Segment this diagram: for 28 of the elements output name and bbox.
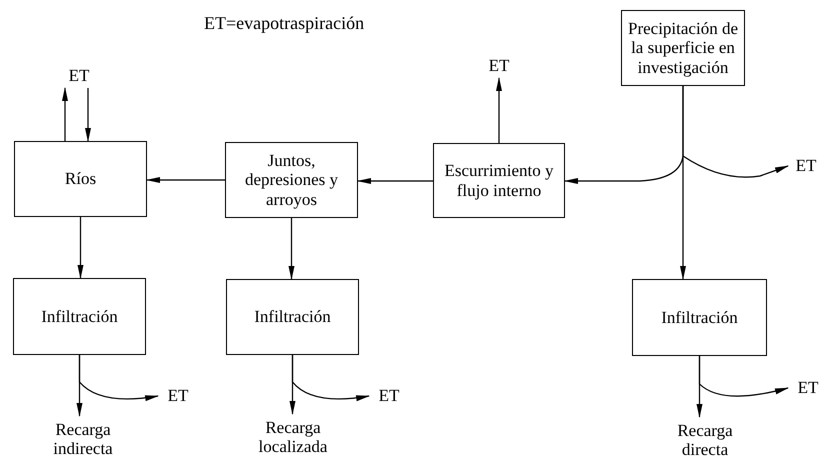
arrow — [85, 88, 91, 142]
process-box: Escurrimiento y flujo interno — [433, 143, 565, 218]
process-box: Infiltración — [13, 278, 146, 355]
process-box: Infiltración — [226, 279, 359, 355]
flow-label: Recarga localizada — [248, 416, 338, 458]
flow-label: ET — [375, 386, 403, 406]
flow-label: ET — [485, 56, 513, 76]
process-box: Juntos, depresiones y arroyos — [225, 142, 358, 218]
flow-label: Recarga directa — [660, 419, 750, 461]
arrow — [62, 87, 68, 141]
arrow — [78, 355, 159, 401]
flow-label: ET — [794, 378, 822, 398]
legend-note: ET=evapotraspiración — [204, 12, 364, 34]
flow-label: Recarga indirecta — [38, 418, 128, 460]
arrow — [78, 217, 84, 279]
process-box: Ríos — [14, 141, 147, 217]
process-box: Precipitación de la superficie en investigación — [621, 10, 745, 86]
arrow — [682, 86, 789, 178]
arrow — [288, 218, 294, 280]
arrow — [292, 355, 370, 401]
arrow — [146, 177, 225, 183]
arrow — [698, 356, 789, 397]
flow-label: ET — [64, 66, 94, 86]
flow-label: ET — [792, 156, 820, 176]
arrow — [496, 77, 502, 143]
process-box: Infiltración — [632, 279, 767, 356]
arrow — [357, 178, 433, 184]
flow-label: ET — [164, 386, 192, 406]
